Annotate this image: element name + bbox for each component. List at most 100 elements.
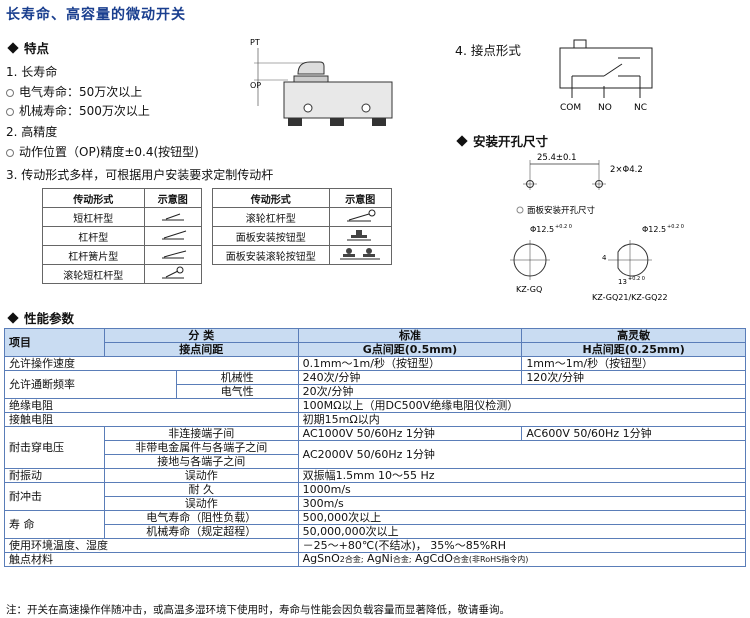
table-cell: 耐 久 xyxy=(103,482,299,497)
mount-heading: 安装开孔尺寸 xyxy=(455,131,548,150)
actuator-type: 滚轮短杠杆型 xyxy=(42,264,145,284)
features-heading: 特点 xyxy=(6,38,49,57)
switch-outline-drawing: PT OP xyxy=(250,38,393,126)
actuator-type: 面板安装按钮型 xyxy=(212,226,330,246)
actuator-type: 杠杆簧片型 xyxy=(42,245,145,265)
bullet-icon xyxy=(6,89,14,97)
table-cell: 耐击穿电压 xyxy=(4,426,105,469)
contact-no-label: NO xyxy=(598,103,612,113)
cutout-dia-2: Φ12.5 xyxy=(642,225,666,234)
feature-3: 3. 传动形式多样，可根据用户安装要求定制传动杆 xyxy=(6,168,274,182)
table-cell: 非带电金属件与各端子之间 xyxy=(103,440,299,455)
header-class: 分 类 xyxy=(103,328,299,343)
contact-nc-label: NC xyxy=(634,103,647,113)
table-row: 使用环境温度、湿度 －25～+80℃(不结冰)， 35%～85%RH xyxy=(4,538,747,553)
page-title: 长寿命、高容量的微动开关 xyxy=(6,7,186,23)
table-cell: 允许通断频率 xyxy=(4,370,177,399)
lever-icon xyxy=(143,226,203,246)
op-label: OP xyxy=(250,81,261,90)
table-cell: 电气性 xyxy=(175,384,299,399)
table-cell: 机械寿命（规定超程） xyxy=(103,524,299,539)
col-form: 传动形式 xyxy=(212,188,330,208)
table-cell: 误动作 xyxy=(103,496,299,511)
table-row: 机械寿命（规定超程） 50,000,000次以上 xyxy=(5,524,747,539)
mount-hole-drawing: 25.4±0.1 2×Φ4.2 面板安装开孔尺寸 xyxy=(516,153,643,216)
col-form: 传动形式 xyxy=(42,188,145,208)
table-cell: 500,000次以上 xyxy=(297,510,747,525)
table-cell: 双振幅1.5mm 10～55 Hz xyxy=(297,468,747,483)
actuator-type: 短杠杆型 xyxy=(42,207,145,227)
table-cell: 1000m/s xyxy=(297,482,747,497)
table-header-row: 项目 分 类 标准 高灵敏 xyxy=(4,328,746,357)
table-cell: 接地与各端子之间 xyxy=(103,454,299,469)
actuator-type: 面板安装滚轮按钮型 xyxy=(212,245,330,265)
table-cell: －25～+80℃(不结冰)， 35%～85%RH xyxy=(297,538,747,553)
leaf-lever-icon xyxy=(143,245,203,265)
footnote: 注：开关在高速操作伴随冲击，或高温多湿环境下使用时，寿命与性能会因负载容量而显著… xyxy=(6,604,510,616)
perf-heading: 性能参数 xyxy=(6,308,74,327)
table-row: 误动作 300m/s xyxy=(5,496,747,511)
mount-dim-holes: 2×Φ4.2 xyxy=(610,165,643,175)
table-row: 耐振动 误动作 双振幅1.5mm 10～55 Hz xyxy=(4,468,747,483)
actuator-type: 杠杆型 xyxy=(42,226,145,246)
actuator-table-right: 传动形式示意图 滚轮杠杆型 面板安装按钮型 面板安装滚轮按钮型 xyxy=(212,188,393,265)
table-cell: AC600V 50/60Hz 1分钟 xyxy=(521,426,746,441)
table-row: 接触电阻 初期15mΩ以内 xyxy=(4,412,747,427)
table-cell: 1mm～1m/秒（按钮型） xyxy=(521,356,746,371)
cutout-label-2: KZ-GQ21/KZ-GQ22 xyxy=(592,293,668,302)
performance-table: 项目 分 类 标准 高灵敏 接点间距 G点间距(0.5mm) H点间距(0.25… xyxy=(4,328,747,567)
feature-1b: 机械寿命：500万次以上 xyxy=(6,102,150,119)
feature-1: 1. 长寿命 xyxy=(6,65,58,79)
table-cell: 50,000,000次以上 xyxy=(297,524,747,539)
mount-dim-pitch: 25.4±0.1 xyxy=(537,153,577,163)
header-gap: 接点间距 xyxy=(103,342,299,357)
diamond-icon xyxy=(456,135,468,147)
col-diagram: 示意图 xyxy=(143,188,203,208)
table-cell: 使用环境温度、湿度 xyxy=(4,538,299,553)
cutout-dia-1: Φ12.5 xyxy=(530,225,554,234)
header-hs-gap: H点间距(0.25mm) xyxy=(521,342,746,357)
contact-com-label: COM xyxy=(560,103,581,113)
table-cell: 初期15mΩ以内 xyxy=(297,412,747,427)
contact-diagram: COM NO NC xyxy=(559,39,653,113)
table-cell: 误动作 xyxy=(103,468,299,483)
panel-roller-plunger-icon xyxy=(328,245,393,265)
table-row: 寿 命 电气寿命（阻性负载） 500,000次以上 xyxy=(4,510,747,539)
cutout-dia-2-tol: +0.2 0 xyxy=(667,224,684,230)
pt-label: PT xyxy=(250,38,260,47)
table-cell: 绝缘电阻 xyxy=(4,398,299,413)
table-row: 非带电金属件与各端子之间 AC2000V 50/60Hz 1分钟 xyxy=(5,440,747,469)
table-row: 触点材料 AgSnO2合金; AgNi合金; AgCdO合金(非RoHS指令内) xyxy=(4,552,747,567)
bullet-icon xyxy=(6,149,14,157)
cutout-dia-1-tol: +0.2 0 xyxy=(555,224,572,230)
table-row: 绝缘电阻 100MΩ以上（用DC500V绝缘电阻仪检测） xyxy=(4,398,747,413)
panel-mount-label: 面板安装开孔尺寸 xyxy=(527,205,596,216)
contact-heading: 4. 接点形式 xyxy=(455,43,521,58)
table-cell: 允许操作速度 xyxy=(4,356,299,371)
header-item: 项目 xyxy=(4,328,105,357)
table-row: 电气性 20次/分钟 xyxy=(5,384,747,399)
table-cell: 300m/s xyxy=(297,496,747,511)
header-standard-gap: G点间距(0.5mm) xyxy=(297,342,523,357)
panel-plunger-icon xyxy=(328,226,393,246)
contact-material: AgSnO2合金; AgNi合金; AgCdO合金(非RoHS指令内) xyxy=(297,552,747,567)
table-cell: 寿 命 xyxy=(4,510,105,539)
table-cell: AC2000V 50/60Hz 1分钟 xyxy=(297,440,747,469)
cutout-dim-13-tol: +0.2 0 xyxy=(628,276,645,282)
panel-cutout-drawing: Φ12.5 +0.2 0 KZ-GQ Φ12.5 +0.2 0 4 13 +0.… xyxy=(510,224,684,302)
table-cell: 触点材料 xyxy=(4,552,299,567)
short-lever-icon xyxy=(143,207,203,227)
feature-1a: 电气寿命：50万次以上 xyxy=(6,83,142,100)
feature-2a: 动作位置（OP)精度±0.4(按钮型) xyxy=(6,143,199,160)
table-cell: 120次/分钟 xyxy=(521,370,746,385)
col-diagram: 示意图 xyxy=(328,188,393,208)
table-cell: 机械性 xyxy=(175,370,299,385)
table-cell: 耐冲击 xyxy=(4,482,105,511)
actuator-table-left: 传动形式示意图 短杠杆型 杠杆型 杠杆簧片型 滚轮短杠杆型 xyxy=(42,188,203,284)
roller-lever-icon xyxy=(328,207,393,227)
table-header-row: 接点间距 G点间距(0.5mm) H点间距(0.25mm) xyxy=(5,342,746,357)
feature-2: 2. 高精度 xyxy=(6,125,58,139)
table-row: 允许操作速度 0.1mm～1m/秒（按钮型） 1mm～1m/秒（按钮型） xyxy=(4,356,746,371)
cutout-label-1: KZ-GQ xyxy=(516,285,542,294)
table-cell: 20次/分钟 xyxy=(297,384,747,399)
